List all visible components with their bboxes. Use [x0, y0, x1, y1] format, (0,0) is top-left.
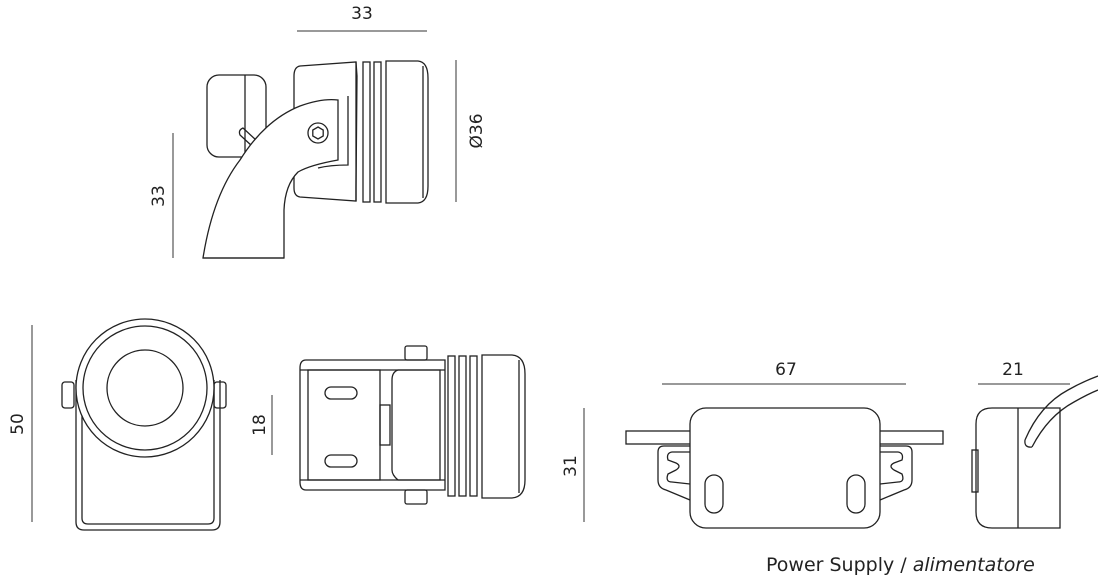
mount-ear-left-inner — [666, 451, 691, 485]
hex-socket-icon — [312, 126, 324, 140]
dim-side-width: 33 — [351, 4, 373, 24]
bracket-plate — [317, 96, 349, 169]
top-lens-cap — [481, 354, 526, 499]
bracket-arm — [202, 98, 339, 259]
dim-top-slot: 18 — [250, 414, 270, 436]
mount-slot-top — [324, 386, 358, 400]
lamp-body — [293, 61, 357, 202]
front-inner-ring — [82, 325, 208, 451]
power-supply-top-view: 67 — [625, 360, 944, 529]
caption-italic: alimentatore — [913, 554, 1035, 576]
cooling-fin — [447, 355, 456, 497]
front-outer-ring — [75, 318, 215, 458]
top-plate — [299, 359, 446, 491]
side-view: 33 33 Ø36 — [149, 4, 487, 259]
cooling-fin — [469, 355, 478, 497]
pivot-lug-top — [404, 345, 428, 361]
front-view: 50 — [8, 318, 227, 531]
cooling-fin — [373, 61, 382, 203]
front-lens — [106, 349, 184, 427]
dim-side-height: 33 — [149, 185, 169, 207]
body-section — [391, 369, 441, 481]
rear-block — [206, 74, 267, 158]
dim-top-height: 31 — [561, 455, 581, 477]
dim-psu-depth: 21 — [1002, 360, 1024, 380]
psu-side-tab — [971, 449, 979, 493]
u-bracket-outer — [75, 380, 221, 531]
psu-slot-right — [846, 474, 866, 514]
dim-front-height: 50 — [8, 413, 28, 435]
psu-housing — [689, 407, 881, 529]
side-tab-left — [61, 381, 75, 409]
cooling-fin — [458, 355, 467, 497]
caption-main: Power Supply / — [766, 554, 913, 576]
top-view: 18 31 — [250, 345, 585, 522]
pivot-lug-bottom — [404, 489, 428, 505]
psu-cable-lower — [1031, 389, 1098, 448]
u-bracket — [81, 380, 215, 525]
mount-clip — [379, 404, 391, 446]
psu-cable-end — [1024, 439, 1033, 448]
mount-ear-right-inner — [879, 451, 904, 485]
psu-cable-upper — [1024, 375, 1098, 441]
power-supply-caption: Power Supply / alimentatore — [766, 554, 1035, 576]
mount-ear-left — [657, 445, 691, 501]
lamp-body-seam — [355, 61, 358, 201]
cable-left — [625, 430, 693, 445]
dim-psu-length: 67 — [775, 360, 797, 380]
mount-ear-right — [879, 445, 913, 501]
psu-slot-left — [704, 474, 724, 514]
cable-right — [875, 430, 944, 445]
lens-cap — [385, 60, 429, 204]
mount-slot-bottom — [324, 454, 358, 468]
dim-side-diameter: Ø36 — [467, 113, 487, 148]
hex-screw — [307, 122, 329, 144]
power-supply-side-view: 21 — [971, 360, 1098, 529]
cooling-fin — [362, 61, 371, 203]
